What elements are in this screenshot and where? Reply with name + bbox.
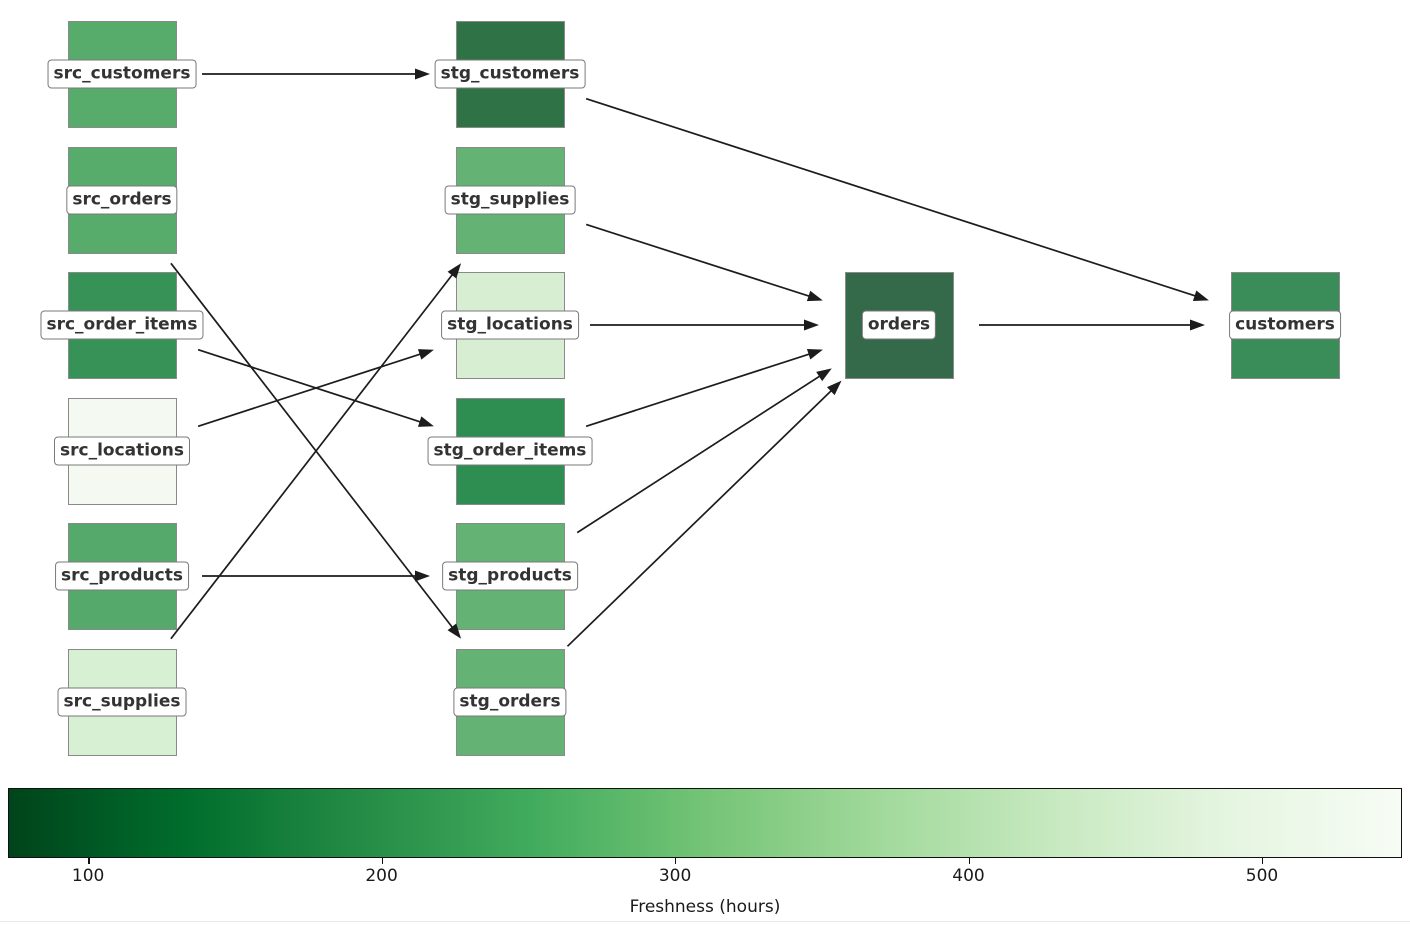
colorbar-tick-label: 200 bbox=[365, 866, 398, 886]
arrowhead-src_supplies-to-stg_supplies bbox=[447, 263, 462, 279]
colorbar-tick-label: 300 bbox=[658, 866, 692, 886]
colorbar-tick bbox=[1262, 858, 1264, 864]
arrowhead-stg_orders-to-orders bbox=[826, 380, 842, 396]
bottom-divider-line bbox=[0, 921, 1410, 922]
arrowhead-stg_supplies-to-orders bbox=[806, 290, 823, 302]
node-label-stg_customers: stg_customers bbox=[434, 59, 586, 89]
node-label-src_products: src_products bbox=[55, 561, 189, 591]
arrowhead-orders-to-customers bbox=[1190, 319, 1205, 331]
edge-stg_supplies-to-orders bbox=[585, 223, 811, 298]
node-label-stg_supplies: stg_supplies bbox=[444, 185, 576, 215]
node-label-orders: orders bbox=[861, 310, 937, 340]
arrowhead-stg_order_items-to-orders bbox=[806, 349, 823, 360]
edge-src_locations-to-stg_locations bbox=[197, 352, 422, 428]
arrowhead-src_order_items-to-stg_order_items bbox=[417, 416, 434, 427]
node-label-src_locations: src_locations bbox=[54, 436, 190, 466]
arrowhead-stg_customers-to-customers bbox=[1192, 290, 1209, 301]
node-label-src_orders: src_orders bbox=[66, 185, 178, 215]
colorbar-tick bbox=[968, 858, 970, 864]
edge-src_orders-to-stg_orders bbox=[170, 262, 454, 629]
colorbar-tick bbox=[88, 858, 90, 864]
edge-stg_customers-to-customers bbox=[585, 97, 1197, 298]
node-label-customers: customers bbox=[1229, 310, 1341, 340]
node-label-src_order_items: src_order_items bbox=[40, 310, 204, 340]
node-label-stg_order_items: stg_order_items bbox=[427, 436, 593, 466]
edge-stg_order_items-to-orders bbox=[585, 352, 811, 428]
node-label-src_supplies: src_supplies bbox=[57, 687, 187, 717]
arrowhead-stg_products-to-orders bbox=[816, 368, 832, 382]
colorbar-tick-label: 400 bbox=[952, 866, 985, 886]
colorbar-axis-label: Freshness (hours) bbox=[629, 897, 781, 917]
arrowhead-src_locations-to-stg_locations bbox=[417, 349, 434, 360]
node-label-stg_orders: stg_orders bbox=[453, 687, 567, 717]
arrowhead-stg_locations-to-orders bbox=[804, 319, 819, 331]
edge-stg_orders-to-orders bbox=[566, 389, 833, 647]
colorbar-tick-label: 500 bbox=[1245, 866, 1279, 886]
arrowhead-src_products-to-stg_products bbox=[415, 570, 430, 582]
edge-src_supplies-to-stg_supplies bbox=[170, 273, 454, 640]
edge-stg_products-to-orders bbox=[576, 374, 822, 534]
node-label-stg_products: stg_products bbox=[442, 561, 578, 591]
colorbar-tick bbox=[381, 858, 383, 864]
arrowhead-src_customers-to-stg_customers bbox=[415, 68, 430, 80]
arrowhead-src_orders-to-stg_orders bbox=[447, 623, 462, 639]
node-label-stg_locations: stg_locations bbox=[441, 310, 579, 340]
colorbar bbox=[8, 788, 1402, 858]
colorbar-tick-label: 100 bbox=[71, 866, 105, 886]
edge-src_order_items-to-stg_order_items bbox=[197, 348, 422, 424]
node-label-src_customers: src_customers bbox=[47, 59, 197, 89]
colorbar-tick bbox=[675, 858, 677, 864]
